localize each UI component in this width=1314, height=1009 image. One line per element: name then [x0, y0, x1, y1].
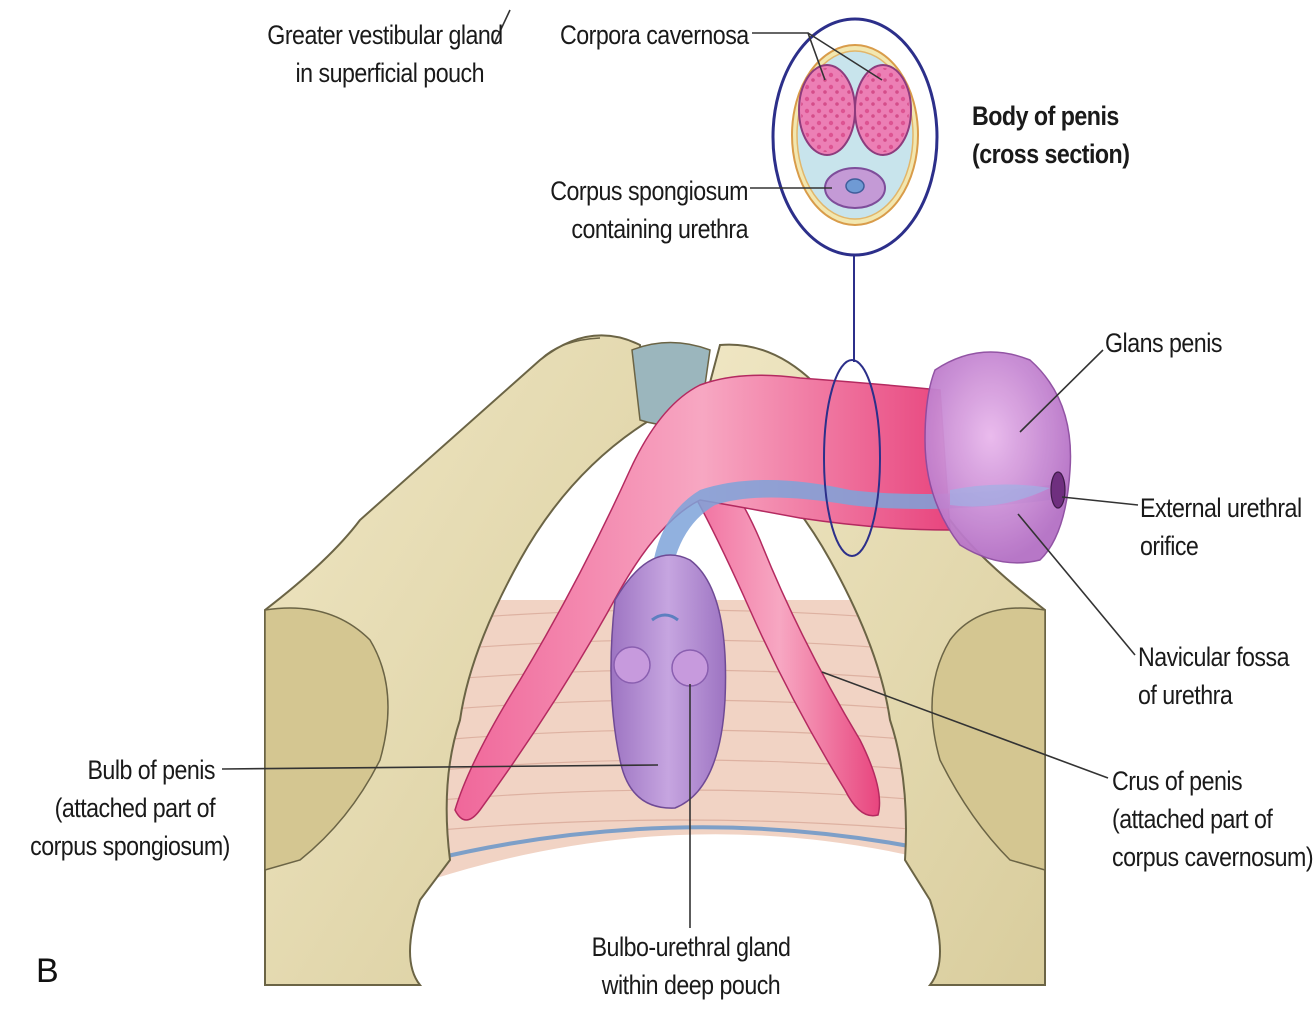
cross-section-view: [773, 19, 937, 255]
label-navicular-fossa-line-1: Navicular fossa: [1138, 638, 1289, 676]
label-glans-penis-line-1: Glans penis: [1105, 324, 1222, 362]
label-crus-of-penis-line-2: (attached part of: [1112, 800, 1313, 838]
label-glans-penis: Glans penis: [1105, 324, 1222, 362]
figure-panel-letter: B: [36, 952, 59, 991]
leader-external-urethral: [1062, 497, 1138, 505]
label-corpora-cavernosa: Corpora cavernosa: [560, 16, 749, 54]
label-greater-vestibular-gland: Greater vestibular gland in superficial …: [267, 16, 484, 92]
label-external-urethral-line-2: orifice: [1140, 527, 1302, 565]
label-greater-vestibular-line-1: Greater vestibular gland: [267, 16, 484, 54]
label-bulbo-urethral-line-1: Bulbo-urethral gland: [578, 928, 803, 966]
label-bulbo-urethral-line-2: within deep pouch: [578, 966, 803, 1004]
label-bulb-of-penis-line-3: corpus spongiosum): [30, 827, 215, 865]
label-body-of-penis: Body of penis (cross section): [972, 97, 1129, 173]
label-greater-vestibular-line-2: in superficial pouch: [267, 54, 484, 92]
label-navicular-fossa-line-2: of urethra: [1138, 676, 1289, 714]
label-crus-of-penis: Crus of penis (attached part of corpus c…: [1112, 762, 1313, 876]
label-corpora-cavernosa-line-1: Corpora cavernosa: [560, 16, 749, 54]
label-crus-of-penis-line-3: corpus cavernosum): [1112, 838, 1313, 876]
label-body-of-penis-line-2: (cross section): [972, 135, 1129, 173]
label-corpus-spongiosum: Corpus spongiosum containing urethra: [535, 172, 748, 248]
label-navicular-fossa: Navicular fossa of urethra: [1138, 638, 1289, 714]
bulbo-urethral-gland-right: [672, 650, 708, 686]
label-external-urethral-line-1: External urethral: [1140, 489, 1302, 527]
label-corpus-spongiosum-line-1: Corpus spongiosum: [535, 172, 748, 210]
label-bulb-of-penis-line-2: (attached part of: [30, 789, 215, 827]
label-bulb-of-penis: Bulb of penis (attached part of corpus s…: [30, 751, 215, 865]
label-crus-of-penis-line-1: Crus of penis: [1112, 762, 1313, 800]
label-external-urethral-orifice: External urethral orifice: [1140, 489, 1302, 565]
bulbo-urethral-gland-left: [614, 647, 650, 683]
label-body-of-penis-line-1: Body of penis: [972, 97, 1129, 135]
external-urethral-orifice: [1051, 472, 1065, 508]
label-bulb-of-penis-line-1: Bulb of penis: [30, 751, 215, 789]
label-corpus-spongiosum-line-2: containing urethra: [535, 210, 748, 248]
label-bulbo-urethral-gland: Bulbo-urethral gland within deep pouch: [578, 928, 803, 1004]
